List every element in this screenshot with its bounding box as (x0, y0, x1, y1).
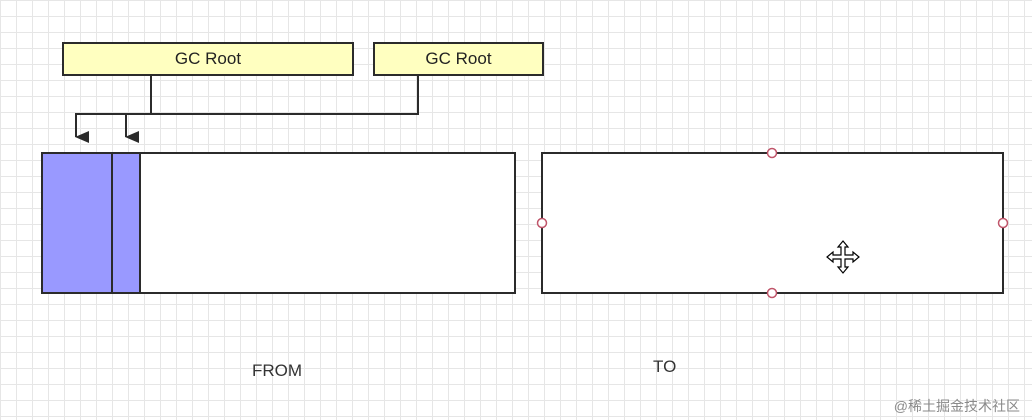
resize-handle-top[interactable] (766, 147, 778, 159)
from-space-label: FROM (252, 361, 303, 380)
from-object-1 (41, 152, 113, 294)
resize-handle-right[interactable] (997, 217, 1009, 229)
selection-handles[interactable] (536, 147, 1009, 299)
from-object-2 (111, 152, 141, 294)
resize-handle-left[interactable] (536, 217, 548, 229)
gc-root-label-1: GC Root (174, 49, 242, 68)
reference-line-root2 (125, 76, 419, 143)
to-space[interactable] (541, 152, 1004, 294)
reference-lines (75, 76, 419, 143)
gc-root-box-1[interactable]: GC Root (62, 42, 354, 76)
four-way-arrow-move-icon (826, 240, 860, 274)
gc-root-box-2[interactable]: GC Root (373, 42, 544, 76)
watermark: @稀土掘金技术社区 (893, 398, 1020, 414)
reference-line-root1 (75, 76, 152, 143)
to-space-label: TO (653, 357, 677, 376)
gc-root-label-2: GC Root (425, 49, 492, 68)
resize-handle-bottom[interactable] (766, 287, 778, 299)
